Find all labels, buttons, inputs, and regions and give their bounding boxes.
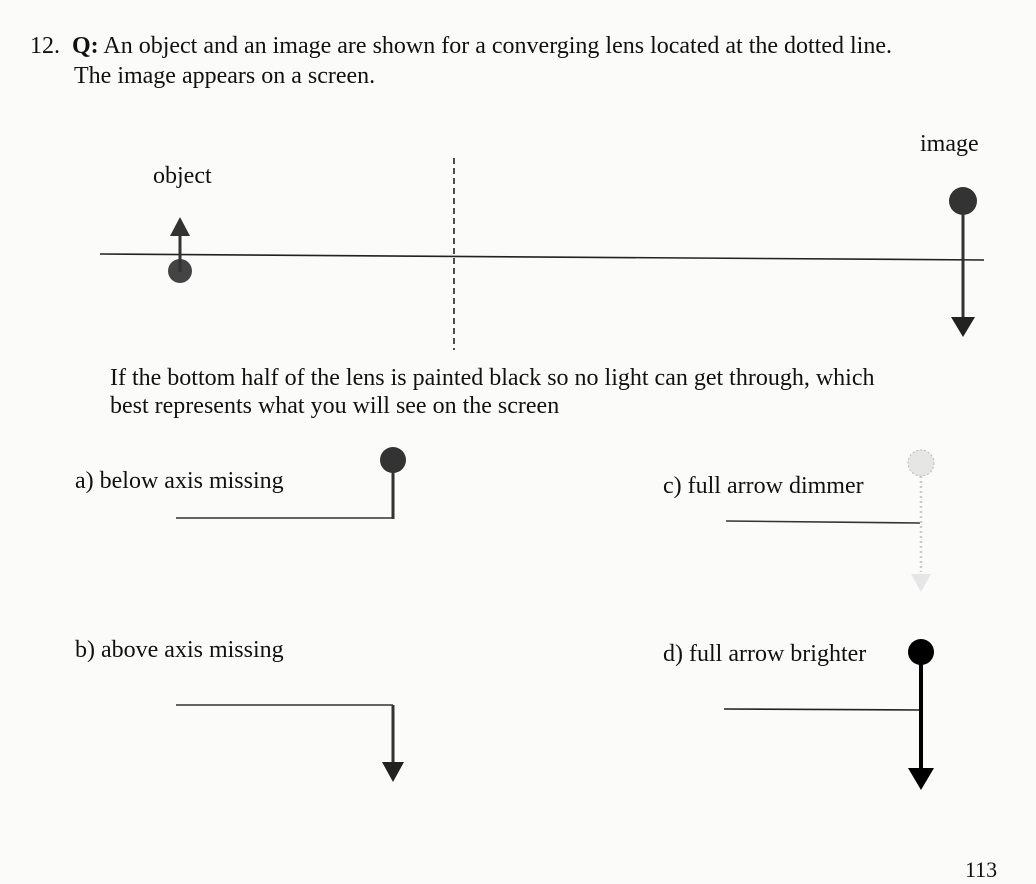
image-circle — [949, 187, 977, 215]
question-text-line-1: Q: An object and an image are shown for … — [72, 32, 892, 60]
option-d-figure — [723, 639, 934, 790]
option-c-label: c) full arrow dimmer — [663, 473, 864, 499]
option-d-circle — [908, 639, 934, 665]
option-a-figure — [176, 447, 406, 519]
image-label: image — [920, 131, 979, 157]
option-d-label: d) full arrow brighter — [663, 641, 867, 667]
option-b-figure — [176, 704, 404, 782]
image-arrowhead — [951, 317, 975, 337]
object-label: object — [153, 163, 212, 189]
question-number: 12. — [30, 33, 60, 59]
option-c-figure — [725, 449, 935, 592]
option-c-circle — [907, 449, 935, 477]
question-prefix: Q: — [72, 33, 99, 59]
object-arrow — [168, 217, 192, 283]
question-line-1: An object and an image are shown for a c… — [103, 33, 892, 59]
image-arrow — [949, 187, 977, 337]
option-b-arrowhead — [382, 762, 404, 782]
main-diagram — [99, 158, 985, 350]
optical-axis — [99, 253, 985, 261]
prompt-line-2: best represents what you will see on the… — [110, 393, 560, 419]
option-d-axis — [723, 708, 922, 711]
prompt-line-1: If the bottom half of the lens is painte… — [110, 365, 875, 391]
option-a-circle — [380, 447, 406, 473]
option-b-label: b) above axis missing — [75, 637, 284, 663]
option-c-arrowhead — [911, 574, 931, 592]
question-text-line-2: The image appears on a screen. — [74, 63, 376, 89]
object-arrowhead — [170, 217, 190, 236]
option-a-label: a) below axis missing — [75, 468, 284, 494]
option-c-axis — [725, 520, 921, 524]
option-d-arrowhead — [908, 768, 934, 790]
